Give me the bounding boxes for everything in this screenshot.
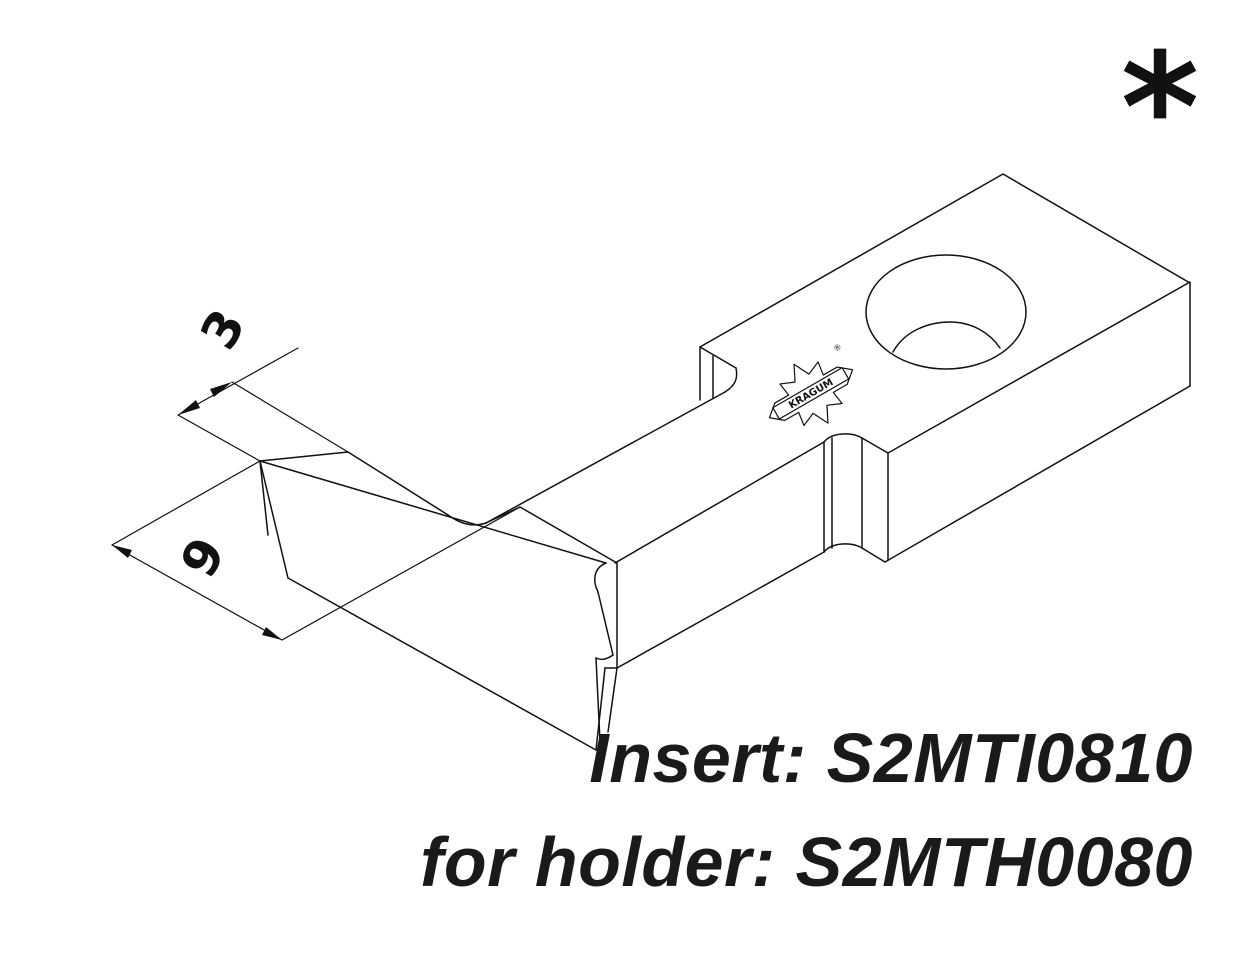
kragum-logo: KRAGUM ®	[768, 342, 854, 427]
asterisk-marker: *	[1121, 22, 1199, 196]
dimension-arrow-icon	[112, 545, 132, 558]
dimension-length: 9	[111, 460, 521, 641]
dimension-arrow-icon	[210, 382, 232, 397]
screw-hole	[865, 254, 1027, 370]
dimension-arrow-icon	[178, 400, 200, 415]
insert-outline	[259, 173, 1191, 751]
dimension-width-label: 3	[189, 300, 257, 359]
insert-part-number: Insert: S2MTI0810	[589, 719, 1193, 797]
dimension-arrow-icon	[262, 627, 282, 640]
registered-mark: ®	[832, 342, 843, 354]
dimension-width: 3	[177, 300, 349, 462]
dimension-length-label: 9	[169, 528, 237, 587]
holder-part-number: for holder: S2MTH0080	[420, 823, 1193, 901]
